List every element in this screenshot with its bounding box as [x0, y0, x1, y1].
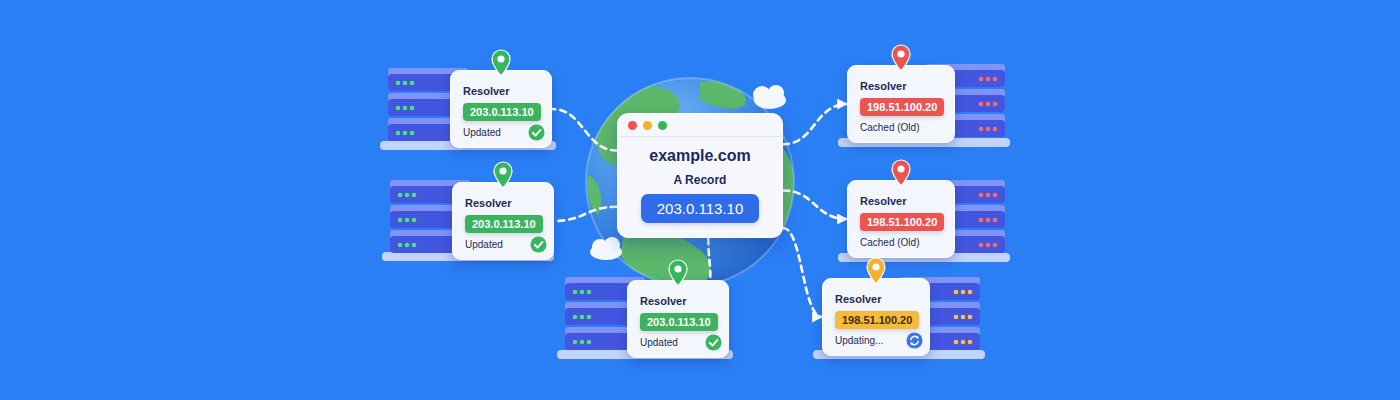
dns-propagation-link	[554, 207, 617, 221]
dns-propagation-link	[708, 238, 710, 280]
ip-address: 203.0.113.10	[470, 106, 534, 118]
ip-address: 203.0.113.10	[472, 218, 536, 230]
ip-pill: 203.0.113.10	[641, 194, 759, 223]
resolver-card: Resolver 198.51.100.20Cached (Old)	[847, 180, 955, 258]
resolver-title: Resolver	[640, 295, 718, 307]
ip-address: 198.51.100.20	[842, 314, 912, 326]
dns-propagation-link	[783, 104, 847, 144]
status-text: Updating...	[835, 335, 919, 346]
slot: 198.51.100.20	[860, 97, 944, 116]
status-text: Cached (Old)	[860, 122, 944, 133]
dns-propagation-link	[783, 191, 847, 220]
resolver-title: Resolver	[860, 80, 944, 92]
location-pin	[667, 259, 689, 287]
status-text: Cached (Old)	[860, 237, 944, 248]
window-dot	[658, 121, 667, 130]
resolver-card: Resolver203.0.113.10Updated	[452, 182, 554, 260]
slot: 198.51.100.20	[860, 212, 944, 231]
check-badge	[528, 124, 545, 141]
resolver-card: Resolver 198.51.100.20Cached (Old)	[847, 65, 955, 143]
slot: 203.0.113.10	[640, 312, 718, 331]
location-pin	[490, 49, 512, 77]
ip-address: 198.51.100.20	[867, 216, 937, 228]
domain-name: example.com	[632, 147, 768, 165]
location-pin	[890, 159, 912, 187]
ip-address: 203.0.113.10	[647, 316, 711, 328]
resolver-card: Resolver 198.51.100.20Updating...	[822, 278, 930, 356]
ip-pill: 198.51.100.20	[835, 311, 919, 329]
window-bar	[618, 114, 782, 137]
slot: 198.51.100.20	[835, 310, 919, 329]
globe	[586, 78, 796, 292]
ip-pill: 203.0.113.10	[465, 215, 543, 233]
slot: 203.0.113.10	[465, 214, 543, 233]
location-pin	[492, 161, 514, 189]
dns-propagation-link	[552, 109, 617, 151]
record-type: A Record	[632, 173, 768, 187]
resolver-title: Resolver	[835, 293, 919, 305]
ip-pill: 198.51.100.20	[860, 98, 944, 116]
location-pin	[890, 44, 912, 72]
slot: 203.0.113.10	[463, 102, 541, 121]
sync-badge	[906, 332, 923, 349]
resolver-title: Resolver	[465, 197, 543, 209]
ip-address: 198.51.100.20	[867, 101, 937, 113]
location-pin	[865, 257, 887, 285]
resolver-card: Resolver203.0.113.10Updated	[627, 280, 729, 358]
cloud	[590, 237, 622, 260]
window-dot	[628, 121, 637, 130]
browser-window: example.com A Record 203.0.113.10	[617, 113, 783, 238]
ip-address: 203.0.113.10	[657, 200, 743, 217]
check-badge	[705, 334, 722, 351]
check-badge	[530, 236, 547, 253]
dns-propagation-link	[783, 228, 822, 317]
resolver-card: Resolver203.0.113.10Updated	[450, 70, 552, 148]
window-dot	[643, 121, 652, 130]
cloud	[753, 85, 786, 109]
slot: 203.0.113.10	[618, 194, 782, 223]
ip-pill: 203.0.113.10	[463, 103, 541, 121]
ip-pill: 198.51.100.20	[860, 213, 944, 231]
resolver-title: Resolver	[860, 195, 944, 207]
ip-pill: 203.0.113.10	[640, 313, 718, 331]
resolver-title: Resolver	[463, 85, 541, 97]
